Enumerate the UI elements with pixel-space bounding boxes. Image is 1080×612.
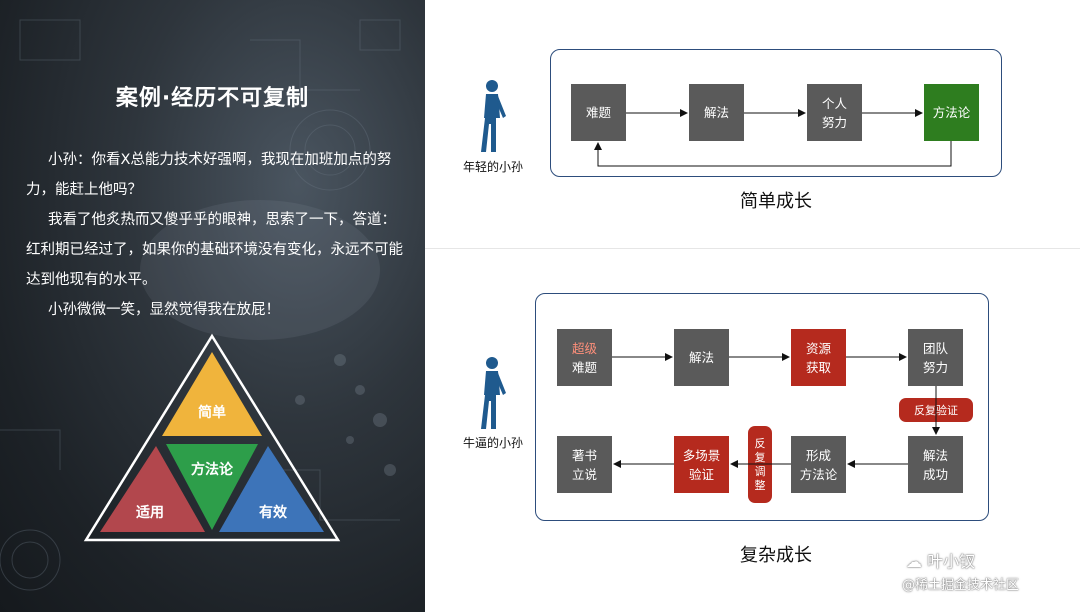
caption-complex-growth: 复杂成长	[740, 545, 812, 566]
box-form-methodology: 形成 方法论	[791, 436, 846, 493]
triangle-top	[162, 352, 262, 436]
paragraph-reaction: 小孙微微一笑，显然觉得我在放屁！	[48, 302, 280, 318]
person-label-young: 年轻的小孙	[462, 160, 523, 174]
triangle-left	[100, 446, 205, 532]
triangle-outline	[83, 333, 341, 542]
left-panel: 案例·经历不可复制 小孙：你看X总能力技术好强啊，我现在加班加点的努力，能赶上他…	[0, 0, 425, 612]
triangle-center	[166, 444, 258, 530]
watermark-author-text: 叶小钗	[927, 552, 976, 571]
adjust-char-1: 反	[754, 436, 766, 450]
watermark-community: @稀土掘金技术社区	[902, 578, 1020, 593]
wechat-icon: ☁	[906, 552, 928, 571]
box-team-effort: 团队 努力	[908, 329, 963, 386]
triangle-right	[219, 446, 324, 532]
box-problem: 难题	[571, 84, 626, 141]
triangle-label-simple: 简单	[198, 405, 226, 421]
triangle-label-methodology: 方法论	[191, 462, 233, 478]
box-resource-acquisition: 资源 获取	[791, 329, 846, 386]
caption-simple-growth: 简单成长	[740, 191, 812, 212]
box-solution-2: 解法	[674, 329, 729, 386]
box-solution-success: 解法 成功	[908, 436, 963, 493]
triangle-label-applicable: 适用	[136, 505, 164, 521]
person-label-awesome: 牛逼的小孙	[462, 436, 523, 450]
person-icon	[481, 80, 506, 152]
section-divider	[425, 248, 1080, 249]
pill-repeated-verification: 反复验证	[899, 398, 973, 422]
pill-repeated-adjustment: 反 复 调 整	[748, 426, 772, 503]
adjust-char-2: 复	[754, 450, 766, 464]
box-multi-scenario-verification: 多场景 验证	[674, 436, 729, 493]
super-problem-text: 难题	[571, 359, 597, 375]
adjust-char-3: 调	[754, 464, 766, 478]
box-solution: 解法	[689, 84, 744, 141]
super-highlight: 超级	[571, 340, 597, 356]
box-super-problem: 超级 难题	[557, 329, 612, 386]
case-title: 案例·经历不可复制	[115, 86, 310, 111]
paragraph-answer: 我看了他炙热而又傻乎乎的眼神，思索了一下，答道：红利期已经过了，如果你的基础环境…	[26, 212, 403, 288]
adjust-char-4: 整	[754, 478, 766, 492]
person-icon-2	[481, 357, 506, 429]
box-personal-effort: 个人 努力	[807, 84, 862, 141]
background-decoration	[0, 19, 401, 591]
triangle-diagram	[83, 333, 341, 542]
box-write-books: 著书 立说	[557, 436, 612, 493]
paragraph-question: 小孙：你看X总能力技术好强啊，我现在加班加点的努力，能赶上他吗？	[26, 152, 392, 198]
watermark-author: ☁ 叶小钗	[906, 548, 975, 572]
box-methodology: 方法论	[924, 84, 979, 141]
triangle-label-effective: 有效	[259, 505, 287, 521]
